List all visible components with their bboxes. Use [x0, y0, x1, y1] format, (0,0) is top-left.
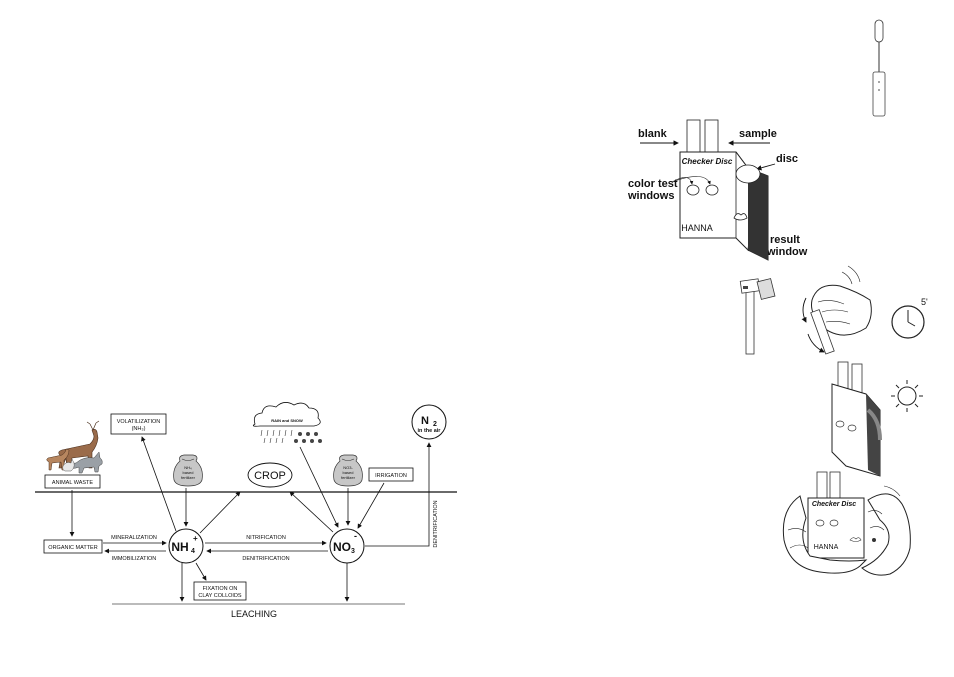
sample-label: sample	[739, 128, 777, 140]
brand-label-step4: HANNA	[814, 544, 839, 551]
denitrification-label: DENITRIFICATION	[242, 556, 289, 562]
crop-label: CROP	[254, 470, 286, 482]
no3-label: NO	[333, 540, 351, 554]
color-test-label-2: windows	[627, 190, 674, 202]
organic-matter-label: ORGANIC MATTER	[48, 545, 97, 551]
leaching-label: LEACHING	[231, 609, 277, 619]
timer-icon: 5'	[891, 297, 928, 339]
no3-fertilizer-label-1: NO3-	[343, 465, 353, 470]
crop-ellipse	[247, 462, 293, 488]
arrow-nh4-to-fixation	[195, 562, 207, 581]
hands-holding-device-icon: Checker Disc HANNA	[782, 471, 911, 576]
nh4-label: NH	[171, 540, 188, 554]
nitrogen-cycle-diagram: VOLATILIZATION (NH₃) RAIN and SNOW N 2 i…	[35, 402, 457, 619]
nitrification-label: NITRIFICATION	[246, 535, 286, 541]
fixation-label-1: FIXATION ON	[203, 586, 238, 592]
volatilization-sub: (NH₃)	[132, 426, 146, 432]
n2-circle	[411, 404, 447, 440]
n2-subscript: 2	[433, 421, 437, 428]
nh4-subscript: 4	[191, 548, 195, 555]
result-label-1: result	[770, 234, 800, 246]
denitrification-vertical-label: DENITRIFICATION	[433, 500, 439, 547]
brand-label: HANNA	[681, 223, 713, 233]
no3-fertilizer-label-3: fertilizer	[341, 475, 356, 480]
fixation-box	[193, 581, 247, 601]
timer-label: 5'	[921, 297, 928, 307]
fixation-label-2: CLAY COLLOIDS	[198, 593, 242, 599]
pipette-icon	[872, 19, 886, 117]
rain-snow-label: RAIN and SNOW	[271, 418, 303, 423]
no3-subscript: 3	[351, 548, 355, 555]
checker-device-step3-icon	[831, 361, 882, 477]
no3-fertilizer-bag-icon: NO3- based fertilizer	[333, 454, 363, 487]
immobilization-label: IMMOBILIZATION	[112, 556, 157, 562]
irrigation-label: IRRIGATION	[375, 473, 407, 479]
blank-label: blank	[638, 128, 668, 140]
volatilization-label: VOLATILIZATION	[117, 419, 161, 425]
irrigation-box	[368, 467, 414, 482]
n2-caption: in the air	[418, 428, 442, 434]
organic-matter-box	[43, 539, 103, 554]
arrow-nh4-to-crop	[199, 491, 241, 534]
volatilization-box	[110, 413, 167, 435]
color-test-label-1: color test	[628, 178, 678, 190]
nh4-fertilizer-bag-icon: NH₄ based fertilizer	[173, 454, 203, 487]
n2-label: N	[421, 415, 429, 427]
nh4-superscript: +	[193, 534, 198, 543]
animal-waste-label: ANIMAL WASTE	[52, 480, 93, 486]
sun-icon	[891, 380, 923, 412]
animal-waste-box	[44, 474, 101, 489]
device-name-label-step4: Checker Disc	[812, 501, 856, 508]
shaking-hand-icon	[801, 265, 872, 355]
arrow-irrigation-to-no3	[357, 482, 385, 529]
nh4-fertilizer-label-3: fertilizer	[181, 475, 196, 480]
arrow-nh4-to-volatilization	[141, 436, 177, 532]
animals-icon	[46, 420, 103, 474]
nh4-fertilizer-label-1: NH₄	[184, 465, 192, 470]
arrow-rain-to-no3	[299, 446, 339, 528]
result-label-2: window	[766, 246, 808, 258]
arrow-no3-to-crop	[289, 491, 334, 533]
reagent-vial-icon	[739, 278, 776, 355]
no3-superscript: -	[354, 531, 357, 541]
cycle-arrows	[69, 436, 432, 602]
device-name-label: Checker Disc	[682, 157, 733, 166]
disc-label: disc	[776, 153, 798, 165]
mineralization-label: MINERALIZATION	[111, 535, 157, 541]
no3-fertilizer-label-2: based	[343, 470, 354, 475]
disc-arrow	[756, 163, 776, 171]
arrow-no3-to-n2	[365, 442, 432, 547]
nh4-fertilizer-label-2: based	[183, 470, 194, 475]
checker-disc-diagram: blank sample disc color test windows res…	[627, 19, 928, 576]
nh4-circle	[168, 528, 204, 564]
checker-device-icon: Checker Disc HANNA	[671, 119, 769, 261]
rain-cloud-icon: RAIN and SNOW	[252, 402, 322, 444]
